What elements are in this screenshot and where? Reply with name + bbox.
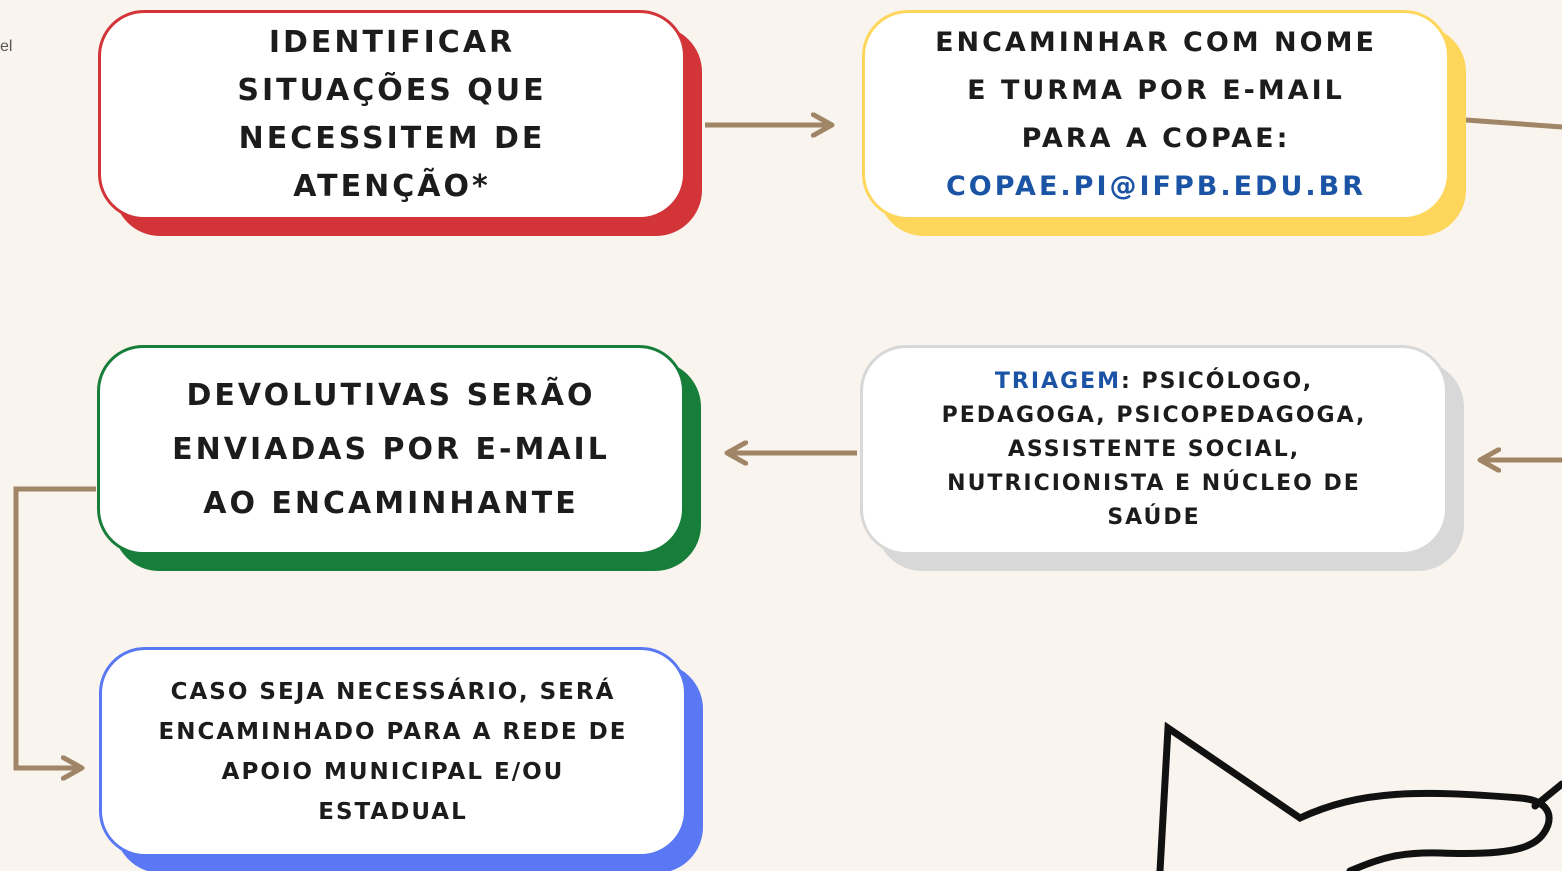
step-text-line: ENCAMINHAR COM NOME — [935, 27, 1377, 58]
step-text-line: NECESSITEM DE — [238, 121, 546, 156]
arrow-feedback-to-network — [13, 486, 96, 768]
step-text-line: E TURMA POR E-MAIL — [967, 75, 1345, 106]
step-text-line: SITUAÇÕES QUE — [237, 73, 547, 108]
step-text-line: APOIO MUNICIPAL E/OU — [221, 759, 565, 785]
step-text-line: PARA A COPAE: — [1021, 123, 1291, 154]
step-text-line: TRIAGEM: PSICÓLOGO, — [995, 365, 1313, 399]
step-text-line: ESTADUAL — [318, 799, 468, 825]
triage-highlight: TRIAGEM — [994, 369, 1122, 394]
step-text-line: PEDAGOGA, PSICOPEDAGOGA, — [941, 403, 1367, 428]
step-text-line: ATENÇÃO* — [293, 169, 491, 204]
hand-drawn-doodle — [1156, 721, 1562, 871]
step-text-line: ASSISTENTE SOCIAL, — [1007, 437, 1301, 462]
step-text-line: DEVOLUTIVAS SERÃO — [186, 378, 596, 413]
step-text-line: AO ENCAMINHANTE — [203, 486, 579, 521]
step-text-line: ENCAMINHADO PARA A REDE DE — [158, 719, 628, 745]
copae-email-link[interactable]: COPAE.PI@IFPB.EDU.BR — [945, 171, 1367, 202]
step-support-network: CASO SEJA NECESSÁRIO, SERÁ ENCAMINHADO P… — [99, 647, 687, 857]
step-feedback: DEVOLUTIVAS SERÃO ENVIADAS POR E-MAIL AO… — [97, 345, 685, 555]
step-text-line: CASO SEJA NECESSÁRIO, SERÁ — [170, 679, 616, 705]
step-text-line: IDENTIFICAR — [268, 25, 516, 60]
step-identify-situations: IDENTIFICAR SITUAÇÕES QUE NECESSITEM DE … — [98, 10, 686, 220]
cropped-edge-text: el — [0, 38, 13, 55]
step-triage: TRIAGEM: PSICÓLOGO, PEDAGOGA, PSICOPEDAG… — [860, 345, 1448, 555]
step-text-line: ENVIADAS POR E-MAIL — [172, 432, 610, 467]
line-forward-to-right-edge — [1465, 117, 1562, 130]
step-text-line: SAÚDE — [1107, 505, 1201, 530]
step-text-line: NUTRICIONISTA E NÚCLEO DE — [947, 471, 1361, 496]
step-forward-by-email: ENCAMINHAR COM NOME E TURMA POR E-MAIL P… — [862, 10, 1450, 220]
triage-line-rest: : PSICÓLOGO, — [1121, 369, 1314, 394]
